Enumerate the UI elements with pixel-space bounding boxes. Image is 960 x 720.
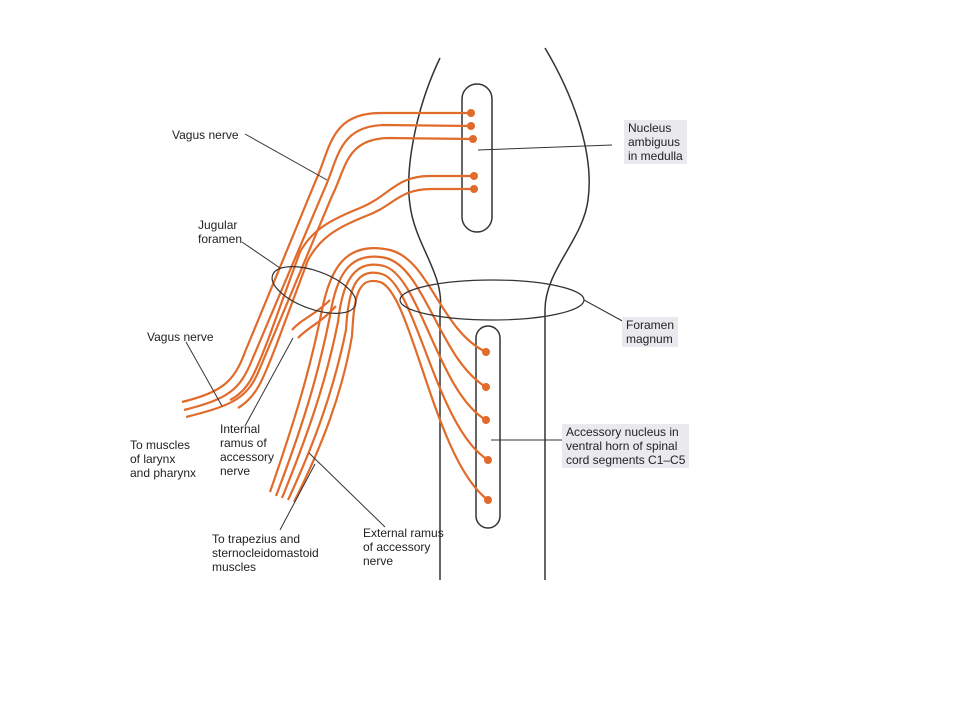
label-muscles-larynx-pharynx: To muscles of larynx and pharynx bbox=[130, 438, 197, 480]
accessory-nucleus-outline bbox=[475, 325, 501, 529]
label-external-ramus: External ramus of accessory nerve bbox=[363, 526, 444, 568]
nerve-fibers bbox=[181, 111, 489, 503]
label-accessory-nucleus: Accessory nucleus in ventral horn of spi… bbox=[562, 424, 690, 468]
label-internal-ramus: Internal ramus of accessory nerve bbox=[220, 422, 275, 478]
label-trapezius-muscles: To trapezius and sternocleidomastoid mus… bbox=[212, 532, 319, 574]
label-foramen-magnum: Foramen magnum bbox=[622, 317, 679, 347]
brainstem-right-outline bbox=[544, 47, 590, 580]
jugular-foramen-ring bbox=[271, 266, 357, 314]
label-nucleus-ambiguus: Nucleus ambiguus in medulla bbox=[624, 120, 687, 164]
label-vagus-nerve-top: Vagus nerve bbox=[172, 128, 239, 142]
label-jugular-foramen: Jugular foramen bbox=[198, 218, 243, 246]
label-vagus-nerve-bottom: Vagus nerve bbox=[147, 330, 214, 344]
nucleus-cell-bodies bbox=[467, 109, 492, 504]
nucleus-ambiguus-outline bbox=[461, 83, 493, 233]
leader-lines bbox=[185, 133, 627, 531]
foramen-magnum-ring bbox=[399, 279, 585, 321]
